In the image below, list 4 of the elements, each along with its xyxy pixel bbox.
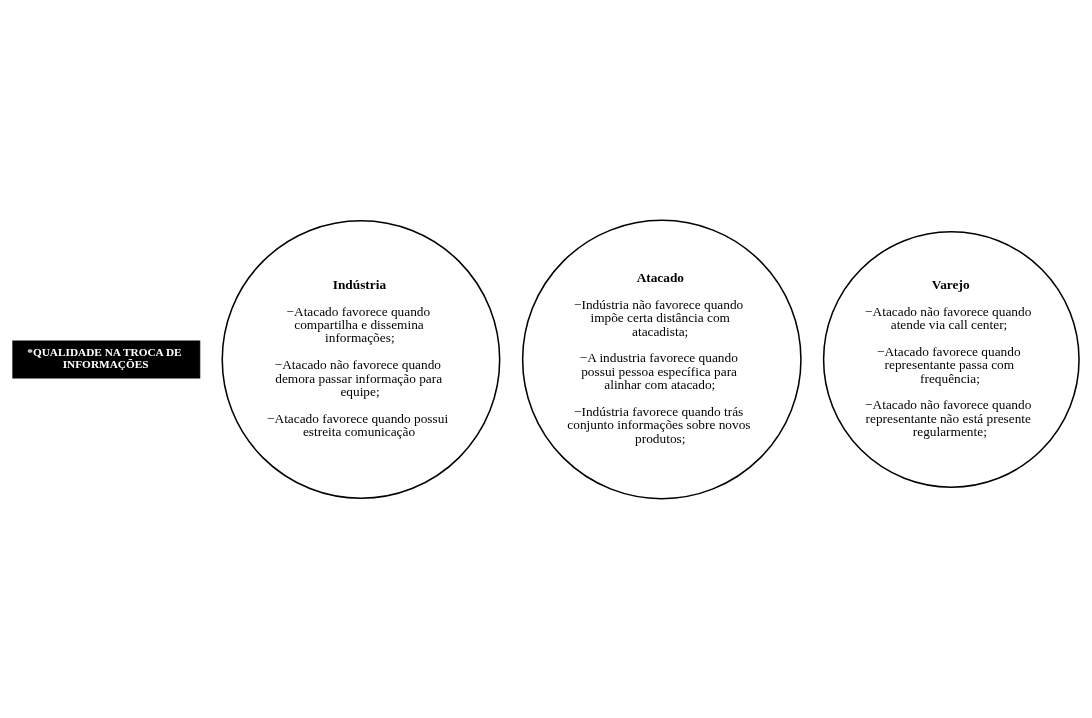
node-circle: Indústria −Atacado favorece quando compartilha e dissemina informações; −Atacado não favorece quando demora passar informação para equipe; −Atacado favorece quando possui estreita comunicação: [221, 219, 501, 499]
node-circle: Varejo −Atacado não favorece quando atende via call center; −Atacado favorece quando representante passa com frequência; −Atacado não favorece quando representante não está presente regularmente;: [822, 230, 1080, 488]
node-circle: Atacado −Indústria não favorece quando impõe certa distância com atacadista; −A industria favorece quando possui pessoa específica para alinhar com atacado; −Indústria favorece quando trás conjunto informações sobre novos produtos;: [521, 219, 802, 499]
node-box: *QUALIDADE NA TROCA DE INFORMAÇÕES: [12, 340, 201, 378]
